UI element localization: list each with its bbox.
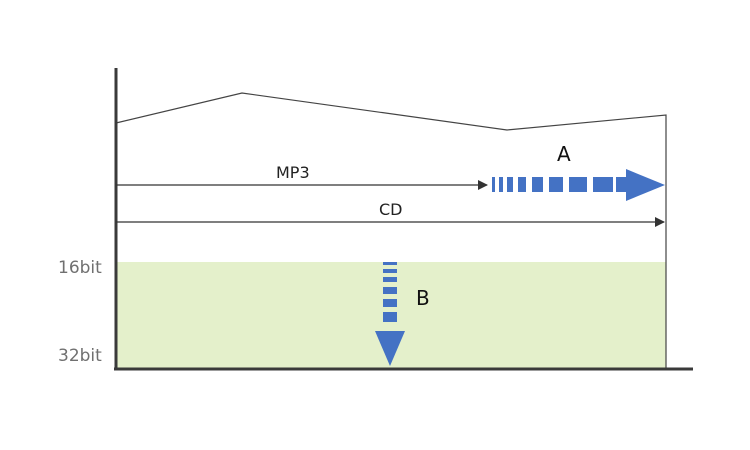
spectrum-outline — [115, 92, 667, 368]
label-16bit: 16bit — [58, 258, 102, 278]
label-cd: CD — [379, 200, 403, 219]
label-32bit: 32bit — [58, 346, 102, 366]
extension-arrow-b — [375, 262, 405, 366]
extension-arrow-a — [492, 169, 665, 201]
label-mp3: MP3 — [276, 163, 310, 182]
label-b: B — [416, 286, 430, 310]
label-a: A — [557, 142, 571, 166]
